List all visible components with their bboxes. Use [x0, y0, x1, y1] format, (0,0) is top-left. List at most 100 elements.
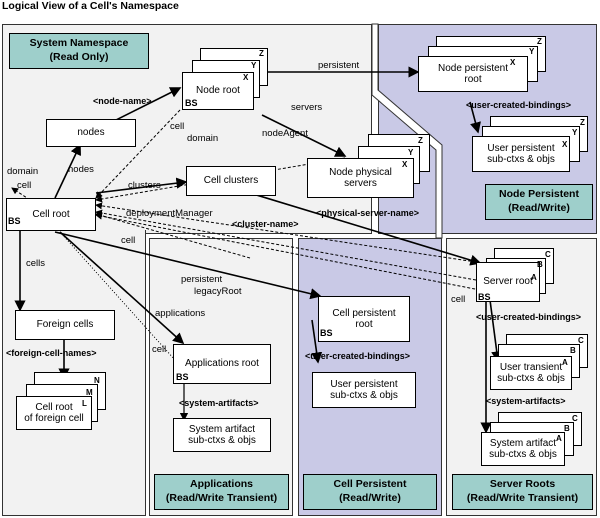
foreign-cells-label: Foreign cells — [36, 319, 94, 331]
edge-label-nodes: nodes — [68, 164, 94, 175]
user-transient-box: User transient sub-ctxs & objs — [490, 356, 572, 390]
marker-z-phys: Z — [418, 136, 423, 145]
np-root-line1: Node persistent — [437, 62, 509, 74]
foreign-root-line1: Cell root — [35, 401, 73, 413]
cell-clusters-box: Cell clusters — [186, 166, 276, 196]
bs-cell-root: BS — [8, 216, 21, 226]
marker-b-ut: B — [570, 346, 576, 355]
marker-x-phys: X — [402, 160, 408, 169]
binding-physical-server-name: <physical-server-name> — [316, 208, 420, 218]
binding-system-artifacts-app: <system-artifacts> — [179, 398, 259, 408]
sa-app-line1: System artifact — [188, 423, 256, 435]
ut-line1: User transient — [499, 361, 563, 373]
marker-x-unp: X — [562, 140, 568, 149]
bs-node-root: BS — [185, 98, 198, 108]
node-persistent-root-box: Node persistent root — [418, 56, 528, 92]
marker-a-sas: A — [556, 434, 562, 443]
marker-c-sr: C — [545, 250, 551, 259]
marker-c-ut: C — [578, 336, 584, 345]
bs-cell-persistent: BS — [320, 328, 333, 338]
binding-user-created-server: <user-created-bindings> — [476, 312, 582, 322]
sas-line2: sub-ctxs & objs — [489, 449, 557, 460]
nodes-label: nodes — [77, 127, 105, 139]
node-root-label: Node root — [196, 85, 240, 97]
np-banner-line2: (Read/Write) — [508, 202, 570, 214]
edge-label-legacy-root: legacyRoot — [194, 286, 242, 297]
bs-server-root: BS — [478, 292, 491, 302]
banner-node-persistent: Node Persistent (Read/Write) — [485, 184, 593, 220]
apps-banner-line1: Applications — [189, 478, 253, 491]
foreign-root-line2: of foreign cell — [24, 413, 84, 424]
binding-node-name: <node-name> — [93, 96, 152, 106]
marker-l: L — [82, 399, 87, 408]
ut-line2: sub-ctxs & objs — [497, 373, 565, 384]
edge-label-domain: domain — [187, 133, 219, 144]
edge-label-cells: cells — [26, 258, 46, 269]
edge-label-cell: cell — [170, 121, 185, 132]
sas-line1: System artifact — [489, 437, 557, 449]
np-banner-line1: Node Persistent — [499, 188, 579, 201]
cp-root-line1: Cell persistent — [332, 307, 396, 319]
applications-root-box: Applications root — [173, 344, 271, 384]
nodes-box: nodes — [46, 119, 136, 147]
edge-label-servers: servers — [291, 102, 323, 113]
marker-y-phys: Y — [408, 148, 414, 157]
binding-foreign-cell-names: <foreign-cell-names> — [6, 348, 97, 358]
marker-a-sr: A — [531, 273, 537, 282]
cell-root-label: Cell root — [32, 208, 70, 220]
banner-line2: (Read Only) — [49, 51, 109, 63]
phys-line1: Node physical — [329, 166, 392, 178]
banner-line1: System Namespace — [29, 37, 129, 50]
system-artifact-app-box: System artifact sub-ctxs & objs — [173, 418, 271, 452]
cp-banner-line2: (Read/Write) — [339, 492, 401, 504]
foreign-cells-box: Foreign cells — [15, 310, 115, 340]
edge-label-cell-left: cell — [17, 180, 32, 191]
banner-system-namespace: System Namespace (Read Only) — [9, 33, 149, 69]
marker-y-unp: Y — [572, 128, 578, 137]
upc-line1: User persistent — [330, 378, 398, 390]
cell-clusters-label: Cell clusters — [203, 175, 259, 187]
marker-c-sas: C — [572, 414, 578, 423]
marker-a-ut: A — [562, 358, 568, 367]
np-root-line2: root — [464, 74, 482, 85]
binding-cluster-name: <cluster-name> — [232, 219, 299, 229]
banner-server-roots: Server Roots (Read/Write Transient) — [452, 474, 593, 510]
marker-z: Z — [259, 49, 264, 58]
server-root-label: Server root — [483, 276, 533, 288]
cell-persistent-root-box: Cell persistent root — [318, 296, 410, 342]
cp-root-line2: root — [355, 319, 373, 330]
edge-label-clusters: clusters — [128, 180, 161, 191]
banner-applications: Applications (Read/Write Transient) — [154, 474, 289, 510]
sr-banner-line1: Server Roots — [489, 478, 556, 491]
marker-y-np: Y — [529, 47, 535, 56]
bs-apps-root: BS — [176, 372, 189, 382]
marker-m: M — [86, 388, 93, 397]
edge-label-applications: applications — [155, 308, 206, 319]
system-artifact-server-box: System artifact sub-ctxs & objs — [481, 432, 565, 466]
node-physical-servers-box: Node physical servers — [307, 158, 414, 198]
unp-line2: sub-ctxs & objs — [487, 154, 555, 165]
edge-label-node-agent: nodeAgent — [262, 128, 308, 139]
marker-z-np: Z — [537, 37, 542, 46]
edge-label-persistent-top: persistent — [318, 60, 360, 71]
server-root-box: Server root — [476, 262, 540, 302]
marker-y: Y — [251, 61, 257, 70]
marker-x-np: X — [510, 58, 516, 67]
binding-user-created-cell: <user-created-bindings> — [305, 351, 411, 361]
user-persistent-node-box: User persistent sub-ctxs & objs — [472, 136, 570, 172]
page-title: Logical View of a Cell's Namespace — [2, 0, 179, 12]
sr-banner-line2: (Read/Write Transient) — [466, 492, 579, 504]
edge-label-cell-mid: cell — [121, 235, 136, 246]
cp-banner-line1: Cell Persistent — [333, 478, 407, 491]
cell-root-box: Cell root — [6, 198, 96, 231]
apps-root-label: Applications root — [185, 358, 259, 370]
marker-z-unp: Z — [580, 118, 585, 127]
unp-line1: User persistent — [487, 142, 555, 154]
phys-line2: servers — [344, 178, 377, 189]
edge-label-cell-app: cell — [152, 344, 167, 355]
edge-label-cell-server: cell — [451, 294, 466, 305]
banner-cell-persistent: Cell Persistent (Read/Write) — [303, 474, 437, 510]
binding-user-created-node: <user-created-bindings> — [466, 100, 572, 110]
cell-root-foreign-box: Cell root of foreign cell — [16, 396, 92, 430]
edge-label-deployment-manager: deploymentManager — [126, 208, 213, 219]
